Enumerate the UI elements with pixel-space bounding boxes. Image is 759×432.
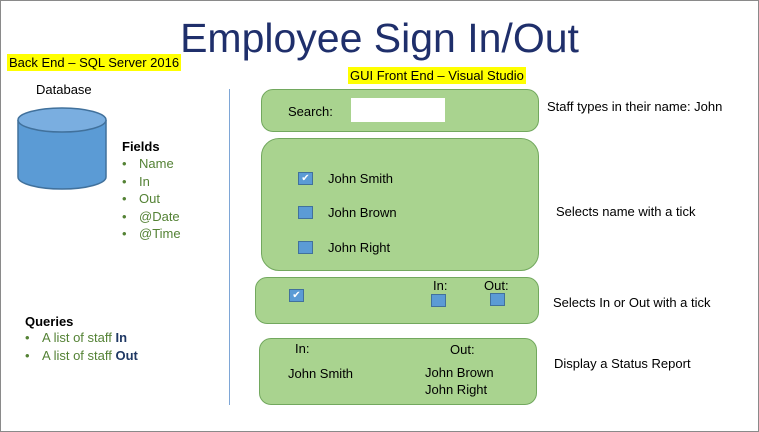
in-out-note: Selects In or Out with a tick: [553, 295, 711, 310]
out-label: Out:: [484, 278, 509, 293]
status-in-name: John Smith: [288, 366, 354, 381]
field-item: @Date: [122, 208, 181, 226]
name-item-label: John Smith: [328, 171, 394, 186]
in-label: In:: [433, 278, 448, 293]
queries-heading: Queries: [25, 314, 74, 329]
checkbox-john-brown[interactable]: [298, 206, 313, 219]
status-in-label: In:: [295, 341, 310, 356]
status-panel: [259, 338, 537, 405]
status-note: Display a Status Report: [554, 356, 691, 371]
search-input[interactable]: [351, 98, 445, 122]
status-out-name: John Brown: [425, 365, 494, 380]
field-item: @Time: [122, 225, 181, 243]
checkbox-confirm-checkmark-icon[interactable]: ✔: [289, 289, 304, 302]
search-note: Staff types in their name: John: [547, 99, 723, 114]
vertical-divider: [229, 89, 230, 405]
backend-label: Back End – SQL Server 2016: [7, 54, 182, 71]
database-label: Database: [36, 82, 92, 97]
checkbox-john-right[interactable]: [298, 241, 313, 254]
fields-list: Name In Out @Date @Time: [122, 155, 181, 243]
status-out-name: John Right: [425, 382, 488, 397]
database-cylinder-icon: [17, 107, 107, 190]
query-item: A list of staff Out: [25, 347, 138, 365]
status-out-label: Out:: [450, 342, 475, 357]
checkbox-in[interactable]: [431, 294, 446, 307]
field-item: Out: [122, 190, 181, 208]
query-keyword: In: [115, 330, 128, 345]
checkbox-out[interactable]: [490, 293, 505, 306]
field-item: In: [122, 173, 181, 191]
frontend-label: GUI Front End – Visual Studio: [348, 67, 526, 84]
queries-list: A list of staff In A list of staff Out: [25, 329, 138, 364]
checkbox-john-smith-checkmark-icon[interactable]: ✔: [298, 172, 313, 185]
query-keyword: Out: [115, 347, 138, 363]
query-item: A list of staff In: [25, 329, 138, 347]
name-item-label: John Brown: [328, 205, 397, 220]
fields-heading: Fields: [122, 139, 160, 154]
names-note: Selects name with a tick: [556, 204, 696, 219]
field-item: Name: [122, 155, 181, 173]
slide-title: Employee Sign In/Out: [180, 15, 579, 61]
name-item-label: John Right: [328, 240, 391, 255]
search-label: Search:: [288, 104, 333, 119]
